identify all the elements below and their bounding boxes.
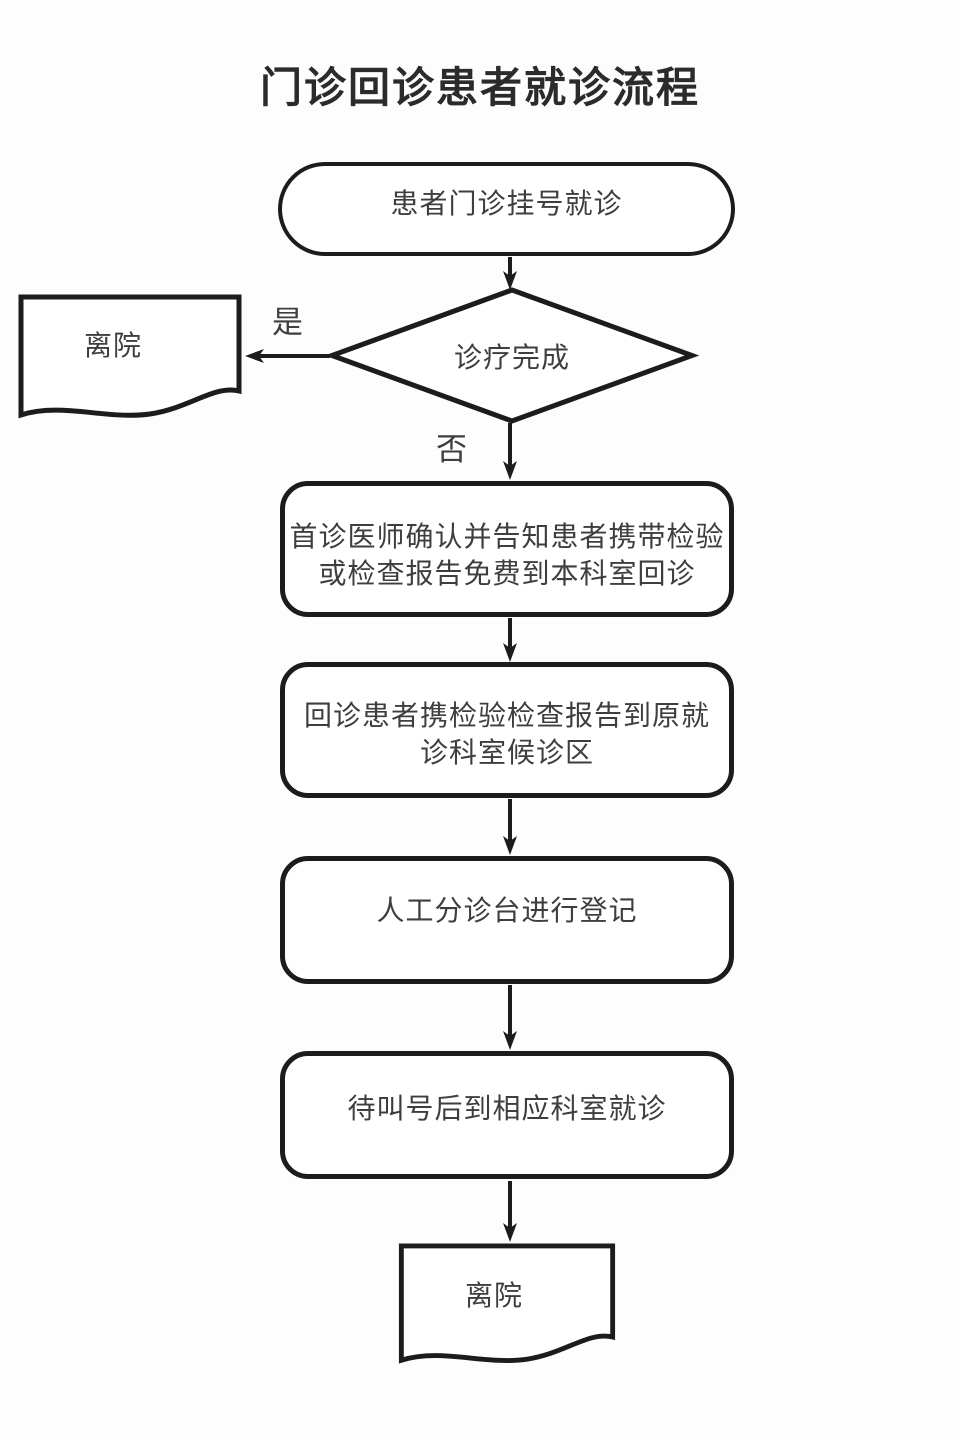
connector-decision-to-step1 <box>503 423 517 480</box>
connector-step1-to-step2 <box>503 618 517 662</box>
connector-step3-to-step4 <box>503 985 517 1050</box>
no-branch-label: 否 <box>436 432 467 467</box>
discharge-document-left: 离院 <box>18 294 242 394</box>
connector-step2-to-step3 <box>503 799 517 855</box>
decision-node-shape <box>324 287 700 424</box>
decision-node-label: 诊疗完成 <box>453 341 570 373</box>
discharge-left-label: 离院 <box>83 330 142 361</box>
process-step-2: 回诊患者携检验检查报告到原就 诊科室候诊区 <box>280 662 734 798</box>
connector-decision-to-discharge <box>245 349 330 363</box>
process-step-3-label: 人工分诊台进行登记 <box>376 894 638 926</box>
process-step-4: 待叫号后到相应科室就诊 <box>280 1051 734 1179</box>
discharge-document-end: 离院 <box>396 1243 618 1345</box>
discharge-end-label: 离院 <box>464 1280 523 1311</box>
connector-step4-to-end <box>503 1181 517 1242</box>
process-step-1-line1: 首诊医师确认并告知患者携带检验 <box>289 521 725 552</box>
process-step-2-line2: 诊科室候诊区 <box>419 737 594 768</box>
start-node-label: 患者门诊挂号就诊 <box>390 188 623 219</box>
process-step-3: 人工分诊台进行登记 <box>280 856 734 984</box>
yes-branch-label: 是 <box>272 305 303 340</box>
process-step-1-line2: 或检查报告免费到本科室回诊 <box>318 558 696 589</box>
discharge-document-end-shape <box>398 1243 616 1364</box>
process-step-1: 首诊医师确认并告知患者携带检验 或检查报告免费到本科室回诊 <box>280 481 734 617</box>
decision-node: 诊疗完成 <box>328 287 696 424</box>
flowchart-title: 门诊回诊患者就诊流程 <box>259 64 700 111</box>
process-step-4-label: 待叫号后到相应科室就诊 <box>347 1092 667 1124</box>
discharge-document-left-shape <box>18 294 242 419</box>
start-node: 患者门诊挂号就诊 <box>278 162 735 256</box>
process-step-2-line1: 回诊患者携检验检查报告到原就 <box>303 700 710 731</box>
connector-start-to-decision <box>503 257 517 290</box>
